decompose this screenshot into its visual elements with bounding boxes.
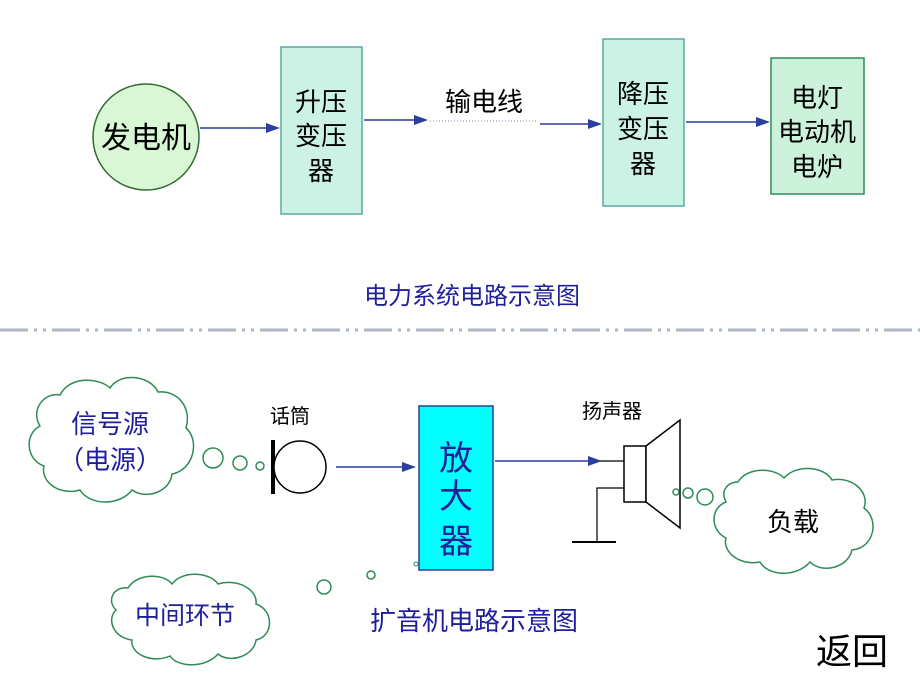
- back-link[interactable]: 返回: [816, 632, 888, 673]
- thought-bubble-dot: [316, 579, 332, 595]
- thought-bubble-dot: [413, 561, 419, 567]
- thought-bubble-dot: [255, 461, 265, 471]
- thought-bubble-dot: [202, 447, 224, 469]
- generator-label: 发电机: [101, 121, 191, 156]
- step-down-label-1: 降压: [617, 80, 669, 110]
- loads-box: 电灯 电动机 电炉: [770, 57, 865, 195]
- step-up-transformer: 升压 变压 器: [280, 46, 363, 215]
- load-lamp: 电灯: [791, 84, 843, 114]
- step-down-transformer: 降压 变压 器: [602, 38, 685, 207]
- microphone-label: 话筒: [270, 404, 310, 428]
- load-furnace: 电炉: [791, 153, 843, 183]
- power-system-caption: 电力系统电路示意图: [364, 282, 580, 310]
- thought-bubble-dot: [696, 488, 714, 506]
- thought-bubble-dot: [366, 570, 376, 580]
- speaker-label: 扬声器: [582, 399, 642, 423]
- speaker-icon: [596, 418, 681, 542]
- middle-stage-label: 中间环节: [135, 601, 235, 630]
- load-cloud: 负载: [713, 467, 874, 574]
- generator-node: 发电机: [92, 83, 200, 191]
- step-up-label-3: 器: [308, 157, 334, 187]
- thought-bubble-dot: [672, 488, 680, 496]
- step-down-label-3: 器: [630, 150, 656, 180]
- step-up-label-2: 变压: [295, 122, 347, 152]
- amplifier-label-1: 放: [439, 439, 473, 479]
- amplifier-label-3: 器: [439, 522, 473, 562]
- thought-bubble-dot: [232, 455, 248, 471]
- load-motor: 电动机: [778, 118, 856, 148]
- load-label: 负载: [767, 508, 819, 538]
- signal-source-cloud: 信号源 （电源）: [28, 376, 195, 503]
- signal-source-sublabel: （电源）: [58, 446, 162, 476]
- transmission-line-label: 输电线: [445, 88, 523, 118]
- amplifier-box: 放 大 器: [418, 405, 494, 571]
- amplifier-system-caption: 扩音机电路示意图: [370, 607, 578, 637]
- amplifier-label-2: 大: [439, 477, 473, 517]
- microphone-icon: [271, 440, 327, 494]
- middle-stage-cloud: 中间环节: [110, 573, 271, 666]
- step-down-label-2: 变压: [617, 115, 669, 145]
- step-up-label-1: 升压: [295, 88, 347, 118]
- thought-bubble-dot: [682, 487, 694, 499]
- signal-source-label: 信号源: [71, 410, 149, 440]
